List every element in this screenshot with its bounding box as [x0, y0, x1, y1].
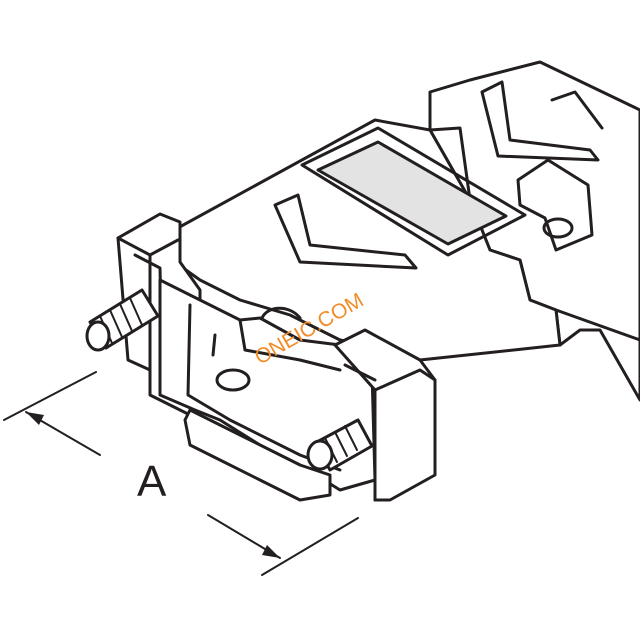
arrow-head-left — [26, 412, 44, 425]
dimension-label: A — [137, 457, 167, 506]
d-sub-shell — [183, 408, 332, 502]
extension-line-right — [261, 517, 359, 576]
left-jack-screw — [85, 288, 160, 352]
extension-line-left — [3, 371, 97, 421]
right-jack-screw — [306, 418, 374, 472]
dimension-a: A — [3, 371, 359, 576]
rear-chevron-marks — [480, 80, 604, 162]
arrow-head-right — [262, 545, 280, 558]
right-end-block — [333, 328, 437, 502]
top-cover — [163, 118, 562, 362]
